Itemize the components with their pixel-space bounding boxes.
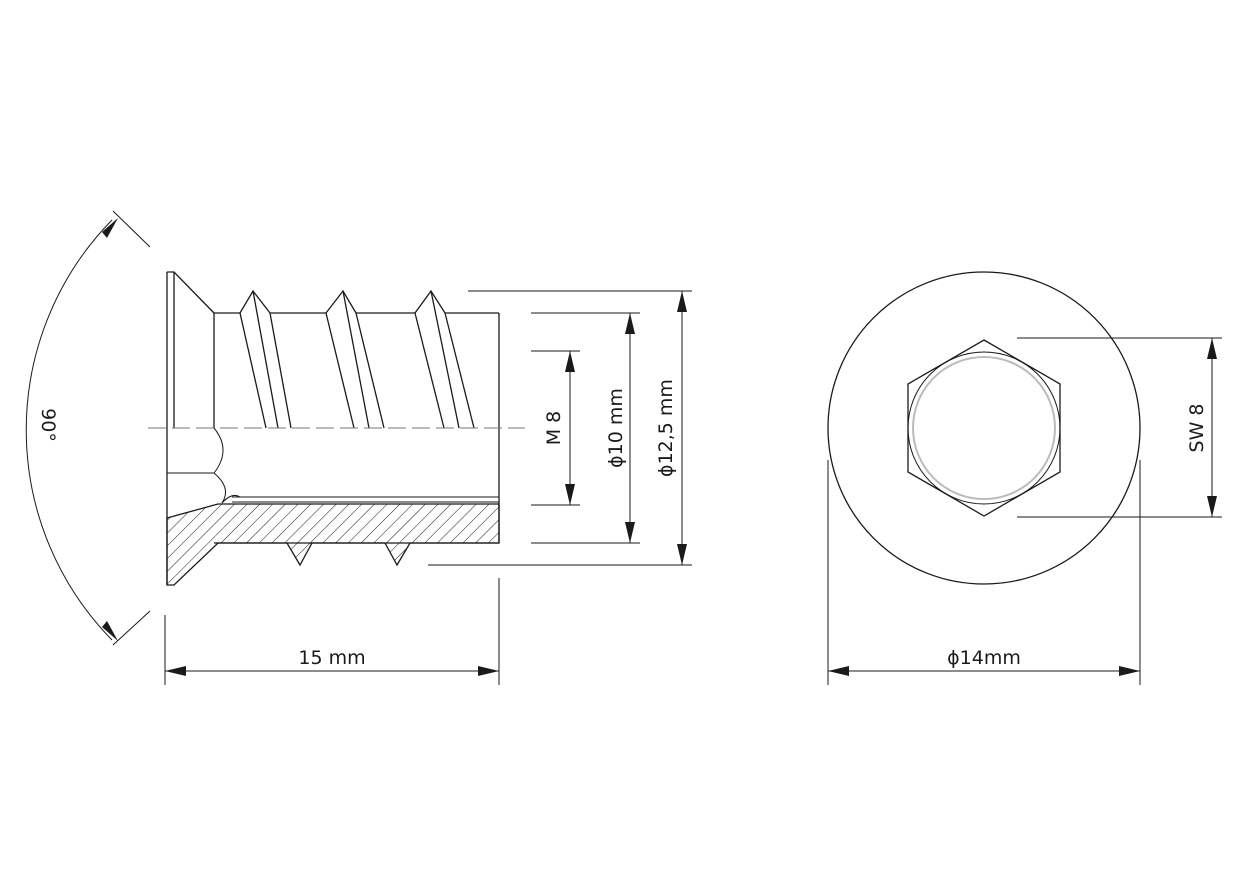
bore-circle: [907, 351, 1061, 505]
outer-diameter-arrow-bottom: [677, 544, 687, 565]
flange-diameter-label: ϕ14mm: [947, 647, 1021, 669]
thread-dimension: M 8: [531, 350, 580, 506]
angle-label: 90°: [37, 408, 59, 442]
wrench-size-dimension: SW 8: [1017, 337, 1222, 518]
length-arrow-right: [478, 666, 499, 676]
side-view: 90° 15 mm M 8 ϕ10 mm: [25, 210, 692, 685]
wrench-size-arrow-top: [1207, 338, 1217, 359]
angle-dimension: 90°: [25, 210, 151, 646]
flange-diameter-dimension: ϕ14mm: [827, 460, 1141, 685]
outer-diameter-arrow-top: [677, 291, 687, 312]
hex-socket: [907, 339, 1061, 517]
section-hatch: [166, 503, 500, 586]
front-view: SW 8 ϕ14mm: [827, 271, 1222, 685]
flange-diameter-arrow-right: [1119, 666, 1140, 676]
length-arrow-left: [165, 666, 186, 676]
inner-bore: [167, 427, 499, 504]
length-dimension: 15 mm: [164, 578, 500, 685]
angle-arrow-bottom: [102, 621, 118, 641]
thread-teeth: [239, 289, 475, 429]
thread-arrow-bottom: [565, 484, 575, 505]
inner-diameter-label: ϕ10 mm: [605, 388, 627, 468]
inner-diameter-arrow-bottom: [625, 522, 635, 543]
inner-diameter-dimension: ϕ10 mm: [531, 312, 640, 544]
thread-label: M 8: [543, 411, 565, 446]
length-label: 15 mm: [298, 647, 365, 669]
bore-highlight: [912, 356, 1056, 500]
angle-arrow-top: [102, 218, 118, 238]
flange-diameter-arrow-left: [828, 666, 849, 676]
outer-diameter-dimension: ϕ12,5 mm: [428, 290, 692, 566]
wrench-size-label: SW 8: [1186, 404, 1208, 453]
flange-circle: [827, 271, 1141, 585]
outer-diameter-label: ϕ12,5 mm: [655, 379, 677, 477]
wrench-size-arrow-bottom: [1207, 496, 1217, 517]
thread-arrow-top: [565, 351, 575, 372]
inner-diameter-arrow-top: [625, 313, 635, 334]
